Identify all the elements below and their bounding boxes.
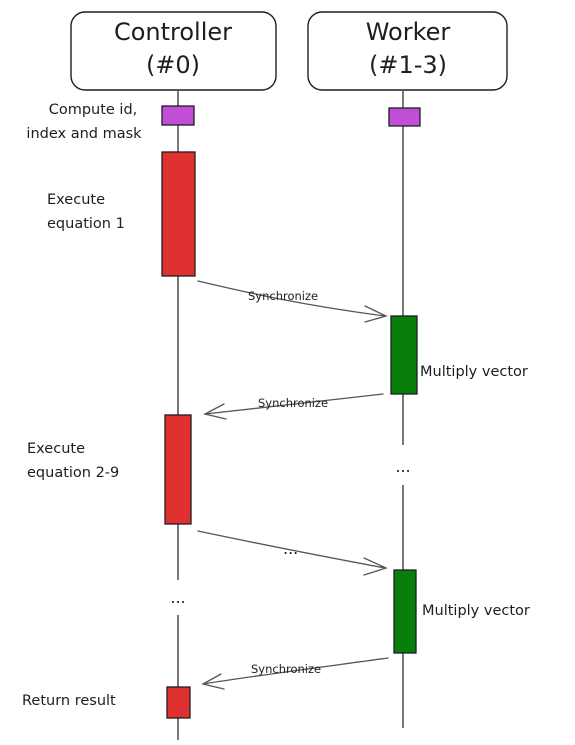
worker-init-block bbox=[388, 107, 421, 127]
worker-name: Worker bbox=[366, 18, 451, 46]
compute-note-line1: Compute id, bbox=[49, 102, 138, 118]
worker-ellipsis: ... bbox=[395, 457, 410, 476]
multiply1-note: Multiply vector bbox=[420, 364, 528, 380]
return-result-note: Return result bbox=[22, 693, 116, 709]
ellipsis-message: ... bbox=[197, 530, 388, 576]
sync-3-arrow-head bbox=[201, 673, 225, 690]
sync-1-label: Synchronize bbox=[248, 289, 318, 303]
sync-2-arrow-line bbox=[204, 393, 384, 415]
sync-message-3: Synchronize bbox=[201, 657, 389, 690]
return-result-block bbox=[166, 686, 191, 719]
controller-name: Controller bbox=[114, 18, 232, 46]
worker-id: (#1-3) bbox=[369, 51, 447, 79]
sync-3-label: Synchronize bbox=[251, 662, 321, 676]
sync-2-label: Synchronize bbox=[258, 396, 328, 410]
execute2-note-line1: Execute bbox=[27, 441, 85, 457]
worker-participant: Worker (#1-3) bbox=[307, 11, 508, 91]
sync-message-2: Synchronize bbox=[203, 393, 384, 420]
controller-id: (#0) bbox=[146, 51, 200, 79]
execute-equation-1-block bbox=[161, 151, 196, 277]
sync-1-arrow-head bbox=[364, 305, 388, 323]
execute1-note-line1: Execute bbox=[47, 192, 105, 208]
sync-message-1: Synchronize bbox=[197, 280, 388, 323]
execute2-note-line2: equation 2-9 bbox=[27, 465, 119, 481]
multiply-vector-block-1 bbox=[390, 315, 418, 395]
execute1-note-line2: equation 1 bbox=[47, 216, 125, 232]
controller-participant: Controller (#0) bbox=[70, 11, 277, 91]
ellipsis-message-label: ... bbox=[283, 539, 298, 558]
ellipsis-arrow-line bbox=[197, 530, 386, 569]
sync-2-arrow-head bbox=[203, 403, 227, 420]
multiply-vector-block-2 bbox=[393, 569, 417, 654]
execute-equation-2-9-block bbox=[164, 414, 192, 525]
sync-3-arrow-line bbox=[202, 657, 389, 685]
multiply2-note: Multiply vector bbox=[422, 603, 530, 619]
compute-note-line2: index and mask bbox=[26, 126, 142, 142]
worker-header-box bbox=[307, 11, 508, 91]
controller-init-block bbox=[161, 105, 195, 126]
controller-ellipsis: ... bbox=[170, 588, 185, 607]
ellipsis-arrow-head bbox=[363, 557, 388, 576]
controller-header-box bbox=[70, 11, 277, 91]
sync-1-arrow-line bbox=[197, 280, 386, 317]
